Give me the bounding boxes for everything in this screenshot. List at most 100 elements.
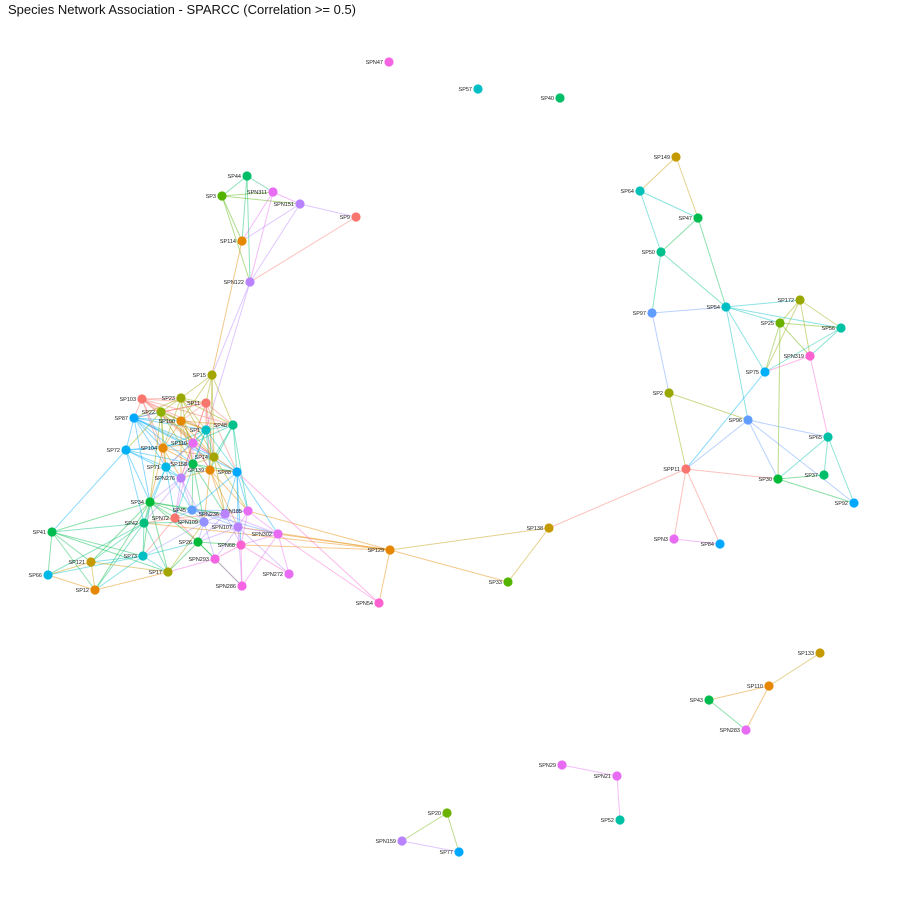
node-dot[interactable] xyxy=(805,351,815,361)
node-sp34[interactable]: SP34 xyxy=(131,497,155,507)
node-sp43[interactable]: SP43 xyxy=(690,695,714,705)
node-dot[interactable] xyxy=(210,554,220,564)
node-dot[interactable] xyxy=(138,551,148,561)
node-dot[interactable] xyxy=(664,388,674,398)
node-sp149[interactable]: SP149 xyxy=(653,152,681,162)
node-sp104[interactable]: SP104 xyxy=(140,443,168,453)
node-dot[interactable] xyxy=(704,695,714,705)
node-sp121[interactable]: SP121 xyxy=(68,557,96,567)
node-dot[interactable] xyxy=(764,681,774,691)
node-dot[interactable] xyxy=(207,370,217,380)
node-dot[interactable] xyxy=(384,57,394,67)
node-dot[interactable] xyxy=(47,527,57,537)
node-dot[interactable] xyxy=(681,464,691,474)
node-dot[interactable] xyxy=(237,236,247,246)
node-spn293[interactable]: SPN293 xyxy=(189,554,220,564)
node-dot[interactable] xyxy=(557,760,567,770)
node-sp48[interactable]: SP48 xyxy=(214,420,238,430)
node-spn236[interactable]: SPN236 xyxy=(199,509,230,519)
node-dot[interactable] xyxy=(555,93,565,103)
node-dot[interactable] xyxy=(236,540,246,550)
node-dot[interactable] xyxy=(217,191,227,201)
node-dot[interactable] xyxy=(161,462,171,472)
node-spn151[interactable]: SPN151 xyxy=(274,199,305,209)
node-dot[interactable] xyxy=(43,570,53,580)
node-sp52[interactable]: SP52 xyxy=(601,815,625,825)
node-dot[interactable] xyxy=(612,771,622,781)
node-sp64[interactable]: SP64 xyxy=(621,186,645,196)
node-dot[interactable] xyxy=(693,213,703,223)
node-dot[interactable] xyxy=(86,557,96,567)
node-sp65[interactable]: SP65 xyxy=(809,432,833,442)
node-dot[interactable] xyxy=(193,537,203,547)
node-dot[interactable] xyxy=(815,648,825,658)
node-dot[interactable] xyxy=(273,529,283,539)
node-dot[interactable] xyxy=(243,506,253,516)
node-dot[interactable] xyxy=(163,567,173,577)
node-spn54[interactable]: SPN54 xyxy=(356,598,384,608)
node-sp2[interactable]: SP2 xyxy=(653,388,674,398)
node-spn286[interactable]: SPN286 xyxy=(216,581,247,591)
node-spn29[interactable]: SPN29 xyxy=(539,760,567,770)
node-sp30[interactable]: SP30 xyxy=(759,474,783,484)
node-sp41[interactable]: SP41 xyxy=(33,527,57,537)
node-sp47[interactable]: SP47 xyxy=(679,213,703,223)
node-spn185[interactable]: SPN185 xyxy=(222,506,253,516)
node-spn159[interactable]: SPN159 xyxy=(376,836,407,846)
node-sp72[interactable]: SP72 xyxy=(107,445,131,455)
node-dot[interactable] xyxy=(188,438,198,448)
node-dot[interactable] xyxy=(228,420,238,430)
node-dot[interactable] xyxy=(473,84,483,94)
node-sp22[interactable]: SP22 xyxy=(142,407,166,417)
node-sp50[interactable]: SP50 xyxy=(642,247,666,257)
node-spn272[interactable]: SPN272 xyxy=(263,569,294,579)
node-spn47[interactable]: SPN47 xyxy=(366,57,394,67)
node-dot[interactable] xyxy=(121,445,131,455)
node-sp1[interactable]: SP1 xyxy=(190,425,211,435)
node-dot[interactable] xyxy=(647,308,657,318)
node-dot[interactable] xyxy=(775,318,785,328)
node-sp172[interactable]: SP172 xyxy=(777,295,805,305)
node-dot[interactable] xyxy=(669,534,679,544)
node-dot[interactable] xyxy=(295,199,305,209)
node-dot[interactable] xyxy=(823,432,833,442)
node-dot[interactable] xyxy=(156,407,166,417)
node-sp17[interactable]: SP17 xyxy=(149,567,173,577)
node-dot[interactable] xyxy=(137,394,147,404)
node-spn72[interactable]: SPN72 xyxy=(152,513,180,523)
node-dot[interactable] xyxy=(158,443,168,453)
node-dot[interactable] xyxy=(233,522,243,532)
node-dot[interactable] xyxy=(374,598,384,608)
node-sp33[interactable]: SP33 xyxy=(489,577,513,587)
node-spn21[interactable]: SPN21 xyxy=(594,771,622,781)
node-dot[interactable] xyxy=(397,836,407,846)
node-dot[interactable] xyxy=(176,473,186,483)
node-spn302[interactable]: SPN302 xyxy=(252,529,283,539)
node-sp23[interactable]: SP23 xyxy=(162,393,186,403)
node-dot[interactable] xyxy=(199,517,209,527)
node-sp66[interactable]: SP66 xyxy=(29,570,53,580)
node-dot[interactable] xyxy=(176,416,186,426)
node-dot[interactable] xyxy=(635,186,645,196)
node-dot[interactable] xyxy=(385,545,395,555)
node-dot[interactable] xyxy=(139,518,149,528)
node-sp9[interactable]: SP9 xyxy=(340,212,361,222)
node-sp75[interactable]: SP75 xyxy=(746,367,770,377)
node-sp84[interactable]: SP84 xyxy=(701,539,725,549)
node-dot[interactable] xyxy=(201,398,211,408)
node-dot[interactable] xyxy=(268,187,278,197)
node-dot[interactable] xyxy=(242,171,252,181)
node-spn311[interactable]: SPN311 xyxy=(247,187,278,197)
node-dot[interactable] xyxy=(145,497,155,507)
node-sp11[interactable]: SP11 xyxy=(187,398,211,408)
node-sp54[interactable]: SP54 xyxy=(707,302,731,312)
node-sp110b[interactable]: SP110 xyxy=(171,438,198,448)
node-spn109[interactable]: SPN109 xyxy=(178,517,209,527)
node-sp158[interactable]: SP158 xyxy=(170,459,198,469)
node-dot[interactable] xyxy=(188,459,198,469)
node-sp20[interactable]: SP20 xyxy=(428,808,452,818)
node-sp92[interactable]: SP92 xyxy=(835,498,859,508)
node-dot[interactable] xyxy=(201,425,211,435)
node-sp129[interactable]: SP129 xyxy=(367,545,395,555)
node-dot[interactable] xyxy=(187,505,197,515)
